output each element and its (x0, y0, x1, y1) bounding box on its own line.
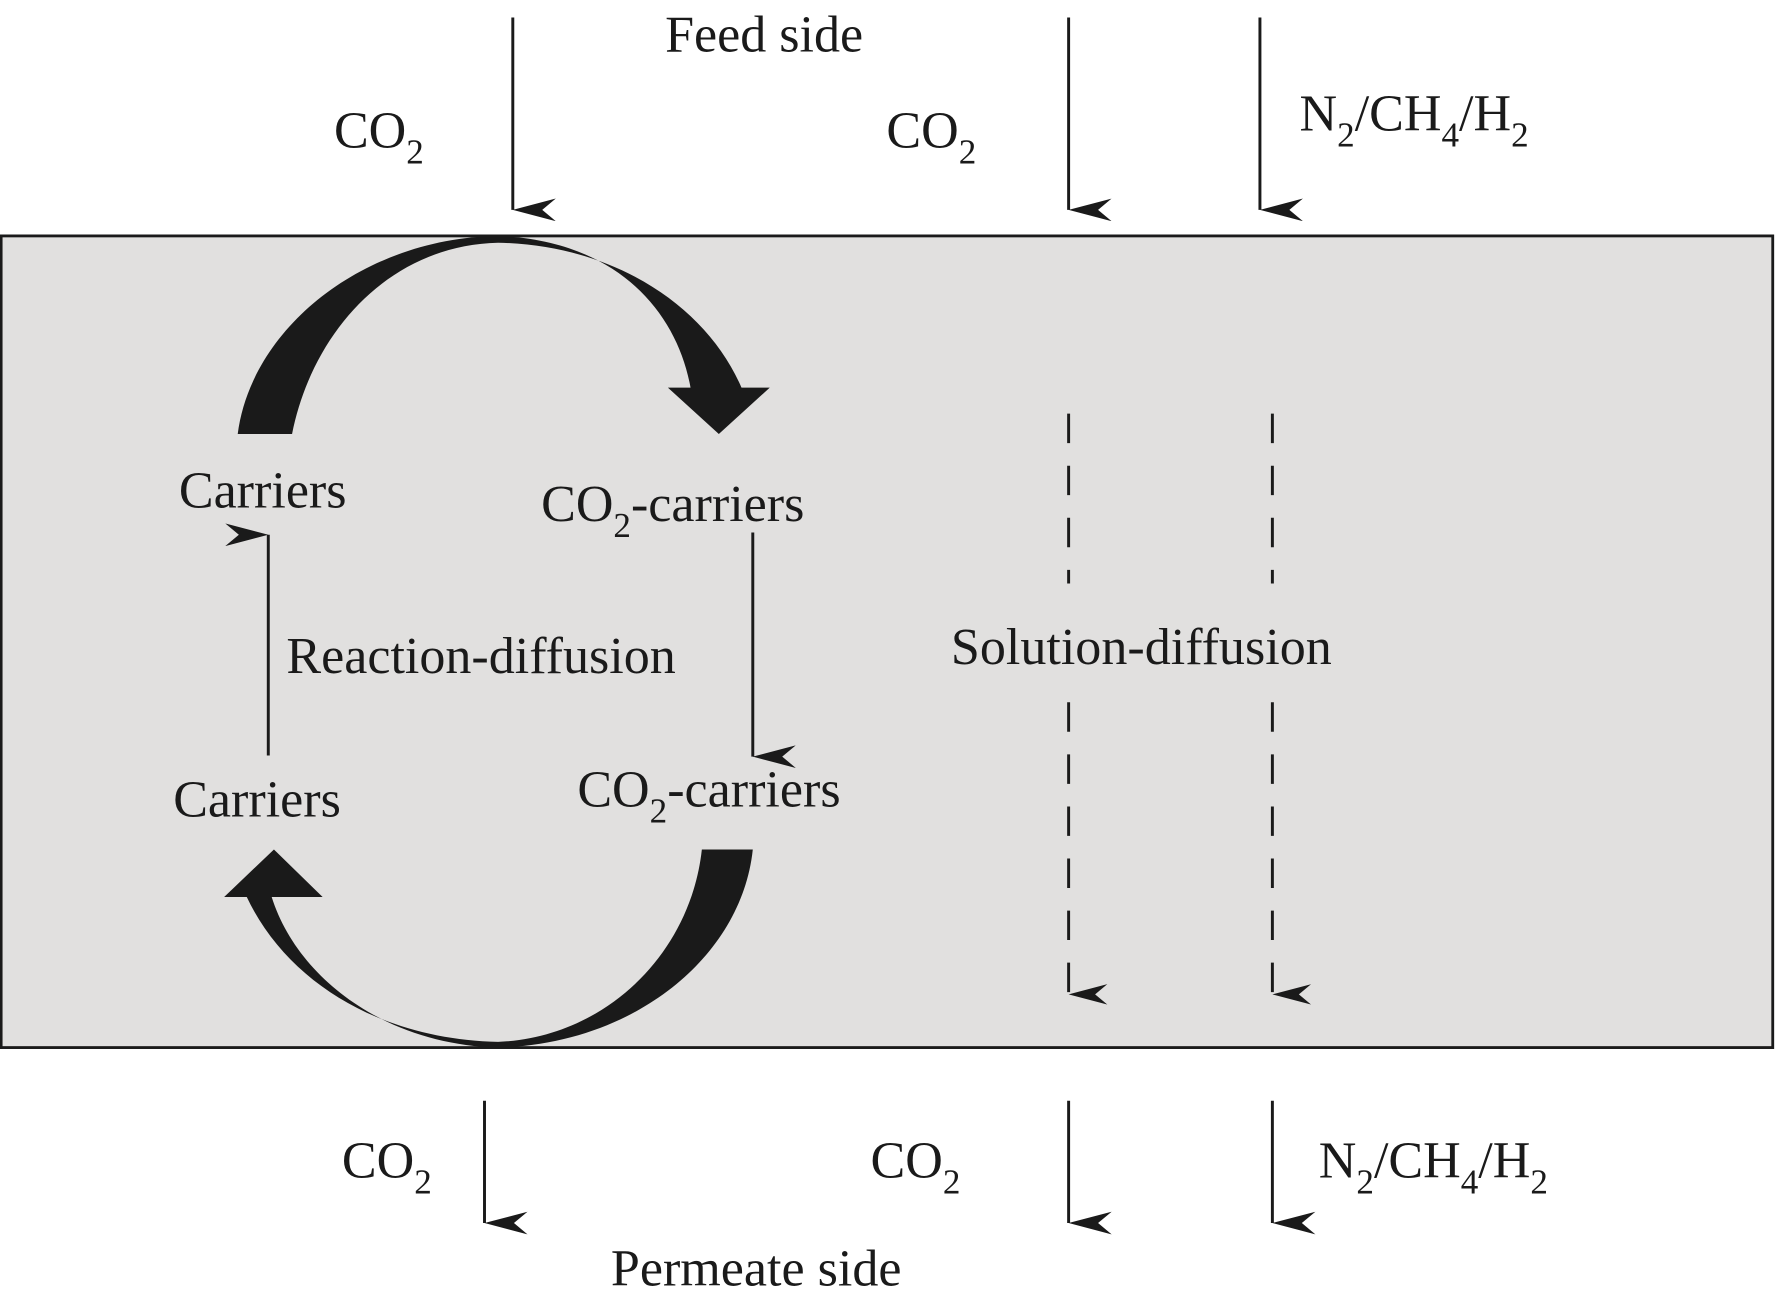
feed-co2-label-right: CO2 (886, 103, 976, 172)
permeate-co2-label-right: CO2 (871, 1133, 961, 1202)
permeate-co2-label-left: CO2 (342, 1133, 432, 1202)
feed-side-label: Feed side (665, 6, 863, 63)
curved-arrow-top (237, 235, 770, 435)
permeate-gas-label: N2/CH4/H2 (1319, 1133, 1548, 1202)
carriers-top-label: Carriers (179, 463, 347, 520)
co2-carriers-bottom-label: CO2-carriers (577, 761, 840, 830)
carriers-bottom-label: Carriers (173, 772, 341, 829)
solution-diffusion-label: Solution-diffusion (951, 619, 1332, 676)
co2-carriers-top-label: CO2-carriers (541, 476, 804, 545)
permeate-side-label: Permeate side (611, 1240, 902, 1297)
feed-gas-label: N2/CH4/H2 (1300, 86, 1529, 155)
feed-co2-label-left: CO2 (334, 103, 424, 172)
curved-arrow-bottom (224, 849, 753, 1048)
reaction-diffusion-label: Reaction-diffusion (286, 628, 675, 685)
